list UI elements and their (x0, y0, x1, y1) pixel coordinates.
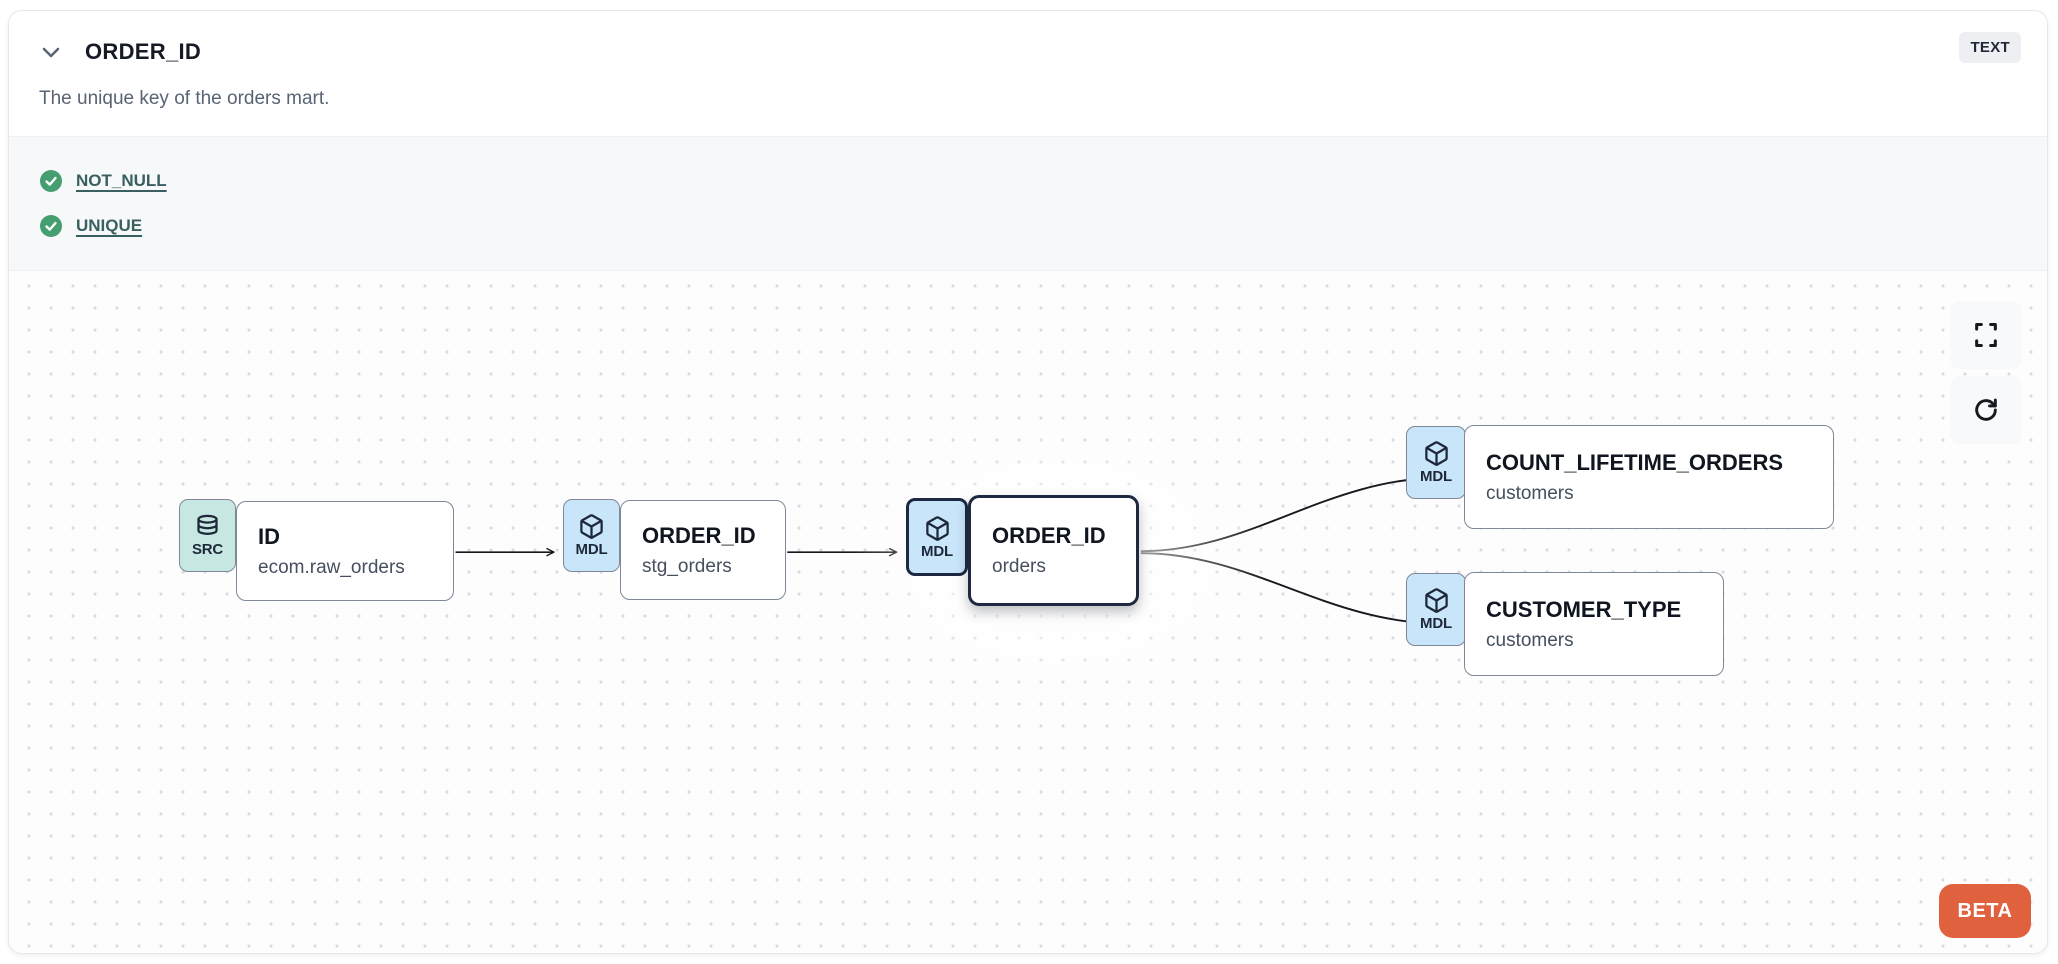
check-circle-icon (40, 215, 62, 237)
tests-section: NOT_NULL UNIQUE (9, 136, 2047, 271)
header: ORDER_ID TEXT The unique key of the orde… (9, 11, 2047, 136)
column-description: The unique key of the orders mart. (39, 88, 330, 109)
lineage-node-stg-orders[interactable]: ORDER_ID stg_orders (620, 500, 786, 600)
lineage-edges (455, 473, 1447, 629)
chevron-down-icon[interactable] (39, 40, 63, 64)
node-subtitle: customers (1486, 482, 1574, 504)
cube-icon (1424, 441, 1448, 466)
test-link-not-null[interactable]: NOT_NULL (76, 171, 167, 190)
node-badge-src[interactable]: SRC (179, 499, 236, 572)
edge-orders-count (1140, 473, 1447, 553)
fullscreen-icon (1975, 322, 1997, 348)
edge-orders-ctype (1140, 552, 1447, 629)
lineage-node-id[interactable]: ID ecom.raw_orders (236, 501, 454, 601)
node-title: CUSTOMER_TYPE (1486, 596, 1682, 622)
node-title: ORDER_ID (992, 523, 1106, 548)
page-title: ORDER_ID (85, 39, 202, 64)
node-badge-label: MDL (575, 541, 608, 558)
test-row: NOT_NULL (39, 169, 2017, 193)
node-subtitle: stg_orders (642, 555, 732, 577)
refresh-button[interactable] (1950, 376, 2022, 444)
node-title: ORDER_ID (642, 522, 756, 548)
node-badge-mdl-selected[interactable]: MDL (906, 498, 968, 576)
node-title: ID (258, 523, 280, 549)
column-type-badge: TEXT (1959, 32, 2021, 63)
refresh-icon (1975, 398, 1997, 421)
node-badge-label: SRC (191, 541, 224, 558)
cube-icon (1424, 588, 1448, 613)
beta-badge: BETA (1939, 884, 2031, 938)
database-icon (197, 514, 218, 535)
test-link-unique[interactable]: UNIQUE (76, 216, 143, 235)
node-subtitle: orders (992, 556, 1046, 577)
lineage-canvas[interactable]: SRC ID ecom.raw_orders MDL ORDER_ID stg_… (9, 271, 2047, 953)
lineage-node-orders-selected[interactable]: ORDER_ID orders (968, 495, 1139, 606)
test-row: UNIQUE (39, 214, 2017, 238)
cube-icon (580, 514, 603, 539)
node-badge-label: MDL (1420, 468, 1452, 485)
node-title: COUNT_LIFETIME_ORDERS (1486, 449, 1784, 475)
node-badge-label: MDL (921, 542, 953, 560)
fullscreen-button[interactable] (1950, 301, 2022, 369)
node-badge-label: MDL (1420, 615, 1452, 632)
node-badge-mdl[interactable]: MDL (1406, 573, 1466, 646)
node-badge-mdl[interactable]: MDL (563, 499, 620, 572)
lineage-node-count-lifetime-orders[interactable]: COUNT_LIFETIME_ORDERS customers (1464, 425, 1834, 529)
lineage-node-customer-type[interactable]: CUSTOMER_TYPE customers (1464, 572, 1724, 676)
column-detail-panel: ORDER_ID TEXT The unique key of the orde… (8, 10, 2048, 954)
check-circle-icon (40, 170, 62, 192)
node-badge-mdl[interactable]: MDL (1406, 426, 1466, 499)
cube-icon (925, 515, 949, 541)
node-subtitle: ecom.raw_orders (258, 556, 405, 578)
node-subtitle: customers (1486, 629, 1574, 651)
